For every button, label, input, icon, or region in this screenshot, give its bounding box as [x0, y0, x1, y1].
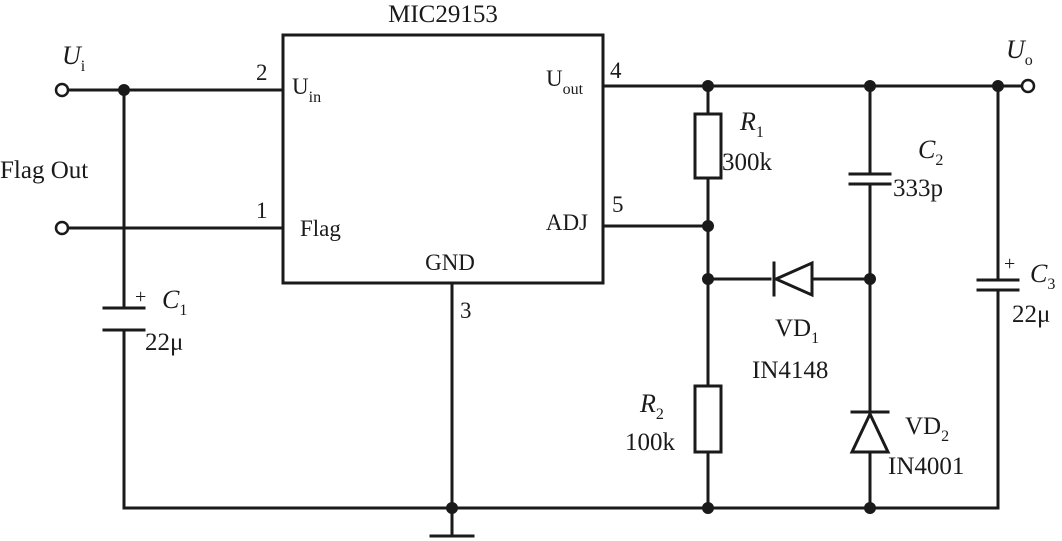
junction-dot	[864, 502, 876, 514]
ic-name: MIC29153	[388, 1, 498, 28]
pin-number-2: 2	[256, 60, 268, 85]
r2-value: 100k	[625, 429, 676, 456]
pin-number-1: 1	[256, 198, 268, 223]
vd1-value: IN4148	[752, 357, 828, 384]
junction-dot	[118, 84, 130, 96]
c1-label: C1	[162, 285, 187, 319]
flag-terminal	[54, 220, 70, 236]
c1-polarity: +	[135, 286, 146, 308]
flag-out-label: Flag Out	[0, 157, 88, 184]
vd2-label: VD2	[905, 413, 949, 445]
pin-number-5: 5	[612, 192, 624, 217]
vd1-label: VD1	[775, 315, 819, 347]
junction-dot	[864, 273, 876, 285]
r2-label: R2	[639, 389, 664, 423]
vd2-value: IN4001	[888, 453, 964, 480]
pin-label-uout: Uout	[546, 66, 584, 98]
junction-dot	[864, 80, 876, 92]
wires	[66, 84, 1024, 538]
pin-label-uin: Uin	[292, 74, 321, 106]
c3-value: 22μ	[1012, 301, 1050, 328]
resistor-r2	[693, 384, 723, 454]
c2-label: C2	[918, 135, 943, 169]
pin-label-adj: ADJ	[546, 210, 588, 235]
capacitor-c2	[848, 172, 892, 186]
output-label: Uo	[1006, 35, 1033, 69]
junction-dot	[702, 220, 714, 232]
diode-vd2	[849, 410, 891, 454]
junction-dot	[702, 80, 714, 92]
junction-dot	[702, 502, 714, 514]
input-terminal	[54, 82, 70, 98]
pin-label-gnd: GND	[425, 250, 475, 275]
pin-number-4: 4	[610, 58, 622, 83]
diode-vd1	[772, 260, 814, 298]
junction-dot	[702, 273, 714, 285]
output-terminal	[1020, 78, 1036, 94]
input-label: Ui	[62, 41, 86, 75]
c2-value: 333p	[893, 175, 943, 202]
junctions	[118, 80, 1004, 514]
c3-label: C3	[1030, 259, 1055, 293]
capacitor-c3	[976, 278, 1020, 292]
pin-label-flag: Flag	[300, 216, 341, 241]
junction-dot	[992, 80, 1004, 92]
junction-dot	[446, 502, 458, 514]
r1-label: R1	[739, 107, 764, 141]
ic-body	[281, 33, 605, 285]
capacitor-c1	[102, 306, 146, 332]
pin-number-3: 3	[460, 298, 472, 323]
r1-value: 300k	[722, 149, 773, 176]
c1-value: 22μ	[145, 329, 183, 356]
c3-polarity: +	[1004, 253, 1015, 275]
resistor-r1	[693, 112, 723, 180]
